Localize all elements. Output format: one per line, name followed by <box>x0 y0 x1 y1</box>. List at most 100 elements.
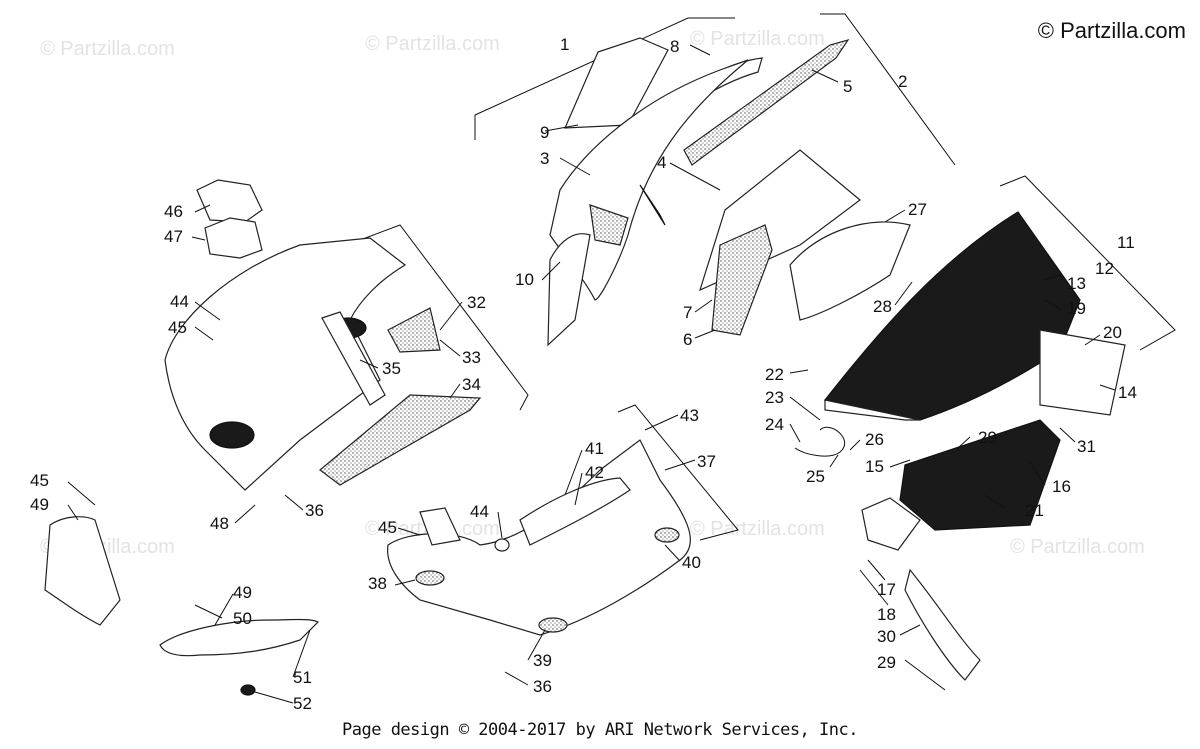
callout-label[interactable]: 32 <box>467 293 486 312</box>
callout-label[interactable]: 40 <box>682 553 701 572</box>
callout-label[interactable]: 10 <box>515 270 534 289</box>
watermark-text: © Partzilla.com <box>40 38 175 60</box>
callout-label[interactable]: 28 <box>873 297 892 316</box>
callout-label[interactable]: 46 <box>164 202 183 221</box>
watermark-text: © Partzilla.com <box>690 28 825 50</box>
callout-label[interactable]: 35 <box>382 359 401 378</box>
bracket-2 <box>820 13 956 166</box>
hood-foam-part <box>589 204 629 246</box>
foam-33-part <box>387 307 441 353</box>
callout-label[interactable]: 36 <box>305 501 324 520</box>
callout-label[interactable]: 31 <box>1077 437 1096 456</box>
side-trim-assembly <box>44 516 320 696</box>
callout-label[interactable]: 36 <box>533 677 552 696</box>
nose-edge-part <box>824 399 921 421</box>
mesh-panel-part <box>1039 329 1126 416</box>
callout-label[interactable]: 5 <box>843 77 852 96</box>
decal-part <box>564 37 669 129</box>
bracket-part <box>861 497 921 551</box>
foam-34-part <box>319 394 482 486</box>
callout-label[interactable]: 3 <box>540 149 549 168</box>
trim-41-part <box>519 477 631 546</box>
callout-label[interactable]: 22 <box>765 365 784 384</box>
callout-label[interactable]: 15 <box>865 457 884 476</box>
callout-label[interactable]: 8 <box>670 37 679 56</box>
callout-label[interactable]: 30 <box>877 627 896 646</box>
gasket-part <box>204 217 263 259</box>
callout-label[interactable]: 44 <box>470 502 489 521</box>
trim-part <box>904 568 981 681</box>
callout-label[interactable]: 39 <box>533 651 552 670</box>
callout-label[interactable]: 43 <box>680 406 699 425</box>
callout-label[interactable]: 1 <box>560 35 569 54</box>
front-assembly <box>794 175 1176 681</box>
callout-label[interactable]: 51 <box>293 668 312 687</box>
callout-label[interactable]: 34 <box>462 375 481 394</box>
callout-label[interactable]: 49 <box>233 583 252 602</box>
callout-label[interactable]: 25 <box>806 467 825 486</box>
bracket-11 <box>999 175 1176 351</box>
gasket-part <box>196 179 263 223</box>
callout-label[interactable]: 38 <box>368 574 387 593</box>
nose-decal-part <box>823 211 1081 421</box>
callout-label[interactable]: 45 <box>168 318 187 337</box>
callout-label[interactable]: 29 <box>978 428 997 447</box>
side-trim-part <box>44 516 121 626</box>
callout-label[interactable]: 7 <box>683 303 692 322</box>
callout-label[interactable]: 2 <box>898 72 907 91</box>
callout-label[interactable]: 17 <box>877 580 896 599</box>
side-panel-part <box>547 233 591 347</box>
copyright-text: © Partzilla.com <box>1037 18 1186 43</box>
watermark-text: © Partzilla.com <box>365 33 500 55</box>
callout-label[interactable]: 16 <box>1052 477 1071 496</box>
callout-label[interactable]: 23 <box>765 388 784 407</box>
bracket-43 <box>617 404 739 541</box>
callout-label[interactable]: 9 <box>540 123 549 142</box>
callout-label[interactable]: 29 <box>877 653 896 672</box>
lower-nose-part <box>899 419 1061 531</box>
bracket-1 <box>474 17 735 140</box>
fastener-44-part <box>494 538 510 552</box>
leader-lines <box>67 44 1116 704</box>
lower-trim-part <box>159 618 320 657</box>
watermark-text: © Partzilla.com <box>690 518 825 540</box>
pad-40-part <box>654 527 680 543</box>
callout-label[interactable]: 24 <box>765 415 784 434</box>
callout-label[interactable]: 13 <box>1067 274 1086 293</box>
pad-39-part <box>538 617 568 633</box>
callout-label[interactable]: 21 <box>1025 501 1044 520</box>
callout-label[interactable]: 42 <box>585 463 604 482</box>
callout-label[interactable]: 52 <box>293 694 312 713</box>
watermark-text: © Partzilla.com <box>1010 536 1145 558</box>
hood-assembly <box>474 13 956 347</box>
callout-label[interactable]: 26 <box>865 430 884 449</box>
callout-label[interactable]: 33 <box>462 348 481 367</box>
callout-label[interactable]: 19 <box>1067 299 1086 318</box>
bracket-32 <box>359 224 529 411</box>
callout-label[interactable]: 50 <box>233 609 252 628</box>
clip-52-part <box>240 684 256 696</box>
callout-label[interactable]: 20 <box>1103 323 1122 342</box>
callout-label[interactable]: 18 <box>877 605 896 624</box>
hood-accent-part <box>639 184 666 226</box>
callout-label[interactable]: 11 <box>1117 233 1135 252</box>
callout-label[interactable]: 49 <box>30 495 49 514</box>
callout-label[interactable]: 12 <box>1095 259 1114 278</box>
callout-label[interactable]: 6 <box>683 330 692 349</box>
callout-label[interactable]: 45 <box>378 518 397 537</box>
callout-label[interactable]: 48 <box>210 514 229 533</box>
callout-label[interactable]: 27 <box>908 200 927 219</box>
pad-38-part <box>415 570 445 586</box>
brace-part <box>321 311 386 406</box>
callout-label[interactable]: 14 <box>1118 383 1137 402</box>
callout-label[interactable]: 45 <box>30 471 49 490</box>
panel-27-part <box>789 221 911 321</box>
callout-label[interactable]: 37 <box>697 452 716 471</box>
callout-label[interactable]: 41 <box>585 439 604 458</box>
footer-text: Page design © 2004-2017 by ARI Network S… <box>342 720 858 740</box>
callout-label[interactable]: 44 <box>170 292 189 311</box>
belly-pan-assembly <box>164 179 529 491</box>
callout-label[interactable]: 4 <box>657 153 666 172</box>
callout-label[interactable]: 47 <box>164 227 183 246</box>
